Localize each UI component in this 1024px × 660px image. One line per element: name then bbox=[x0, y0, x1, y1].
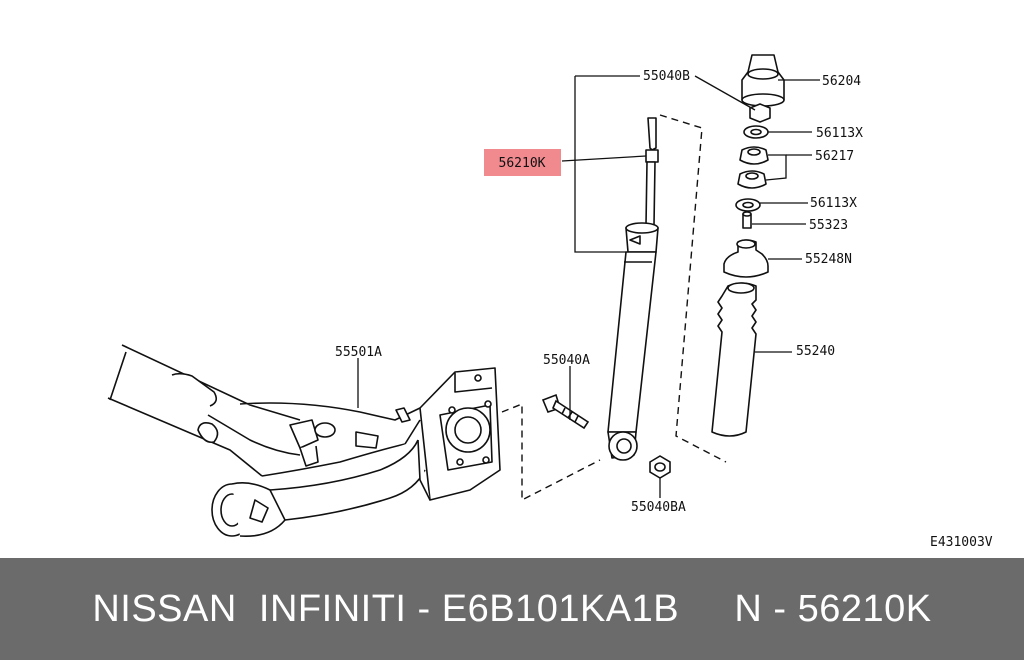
mount-stack-drawing bbox=[711, 54, 785, 437]
part-label-56113X-upper[interactable]: 56113X bbox=[816, 126, 863, 141]
exploded-parts-diagram: 56210K 55040B 56204 56113X 56217 56113X … bbox=[107, 54, 993, 550]
footer-banner: NISSAN INFINITI - E6B101KA1B N - 56210K bbox=[0, 558, 1024, 660]
nut-drawing bbox=[649, 455, 671, 479]
leader-lines bbox=[357, 75, 820, 498]
part-label-55501A[interactable]: 55501A bbox=[335, 345, 382, 360]
part-label-55248N[interactable]: 55248N bbox=[805, 252, 852, 267]
drawing-code: E431003V bbox=[930, 535, 993, 550]
footer-part-text: NISSAN INFINITI - E6B101KA1B N - 56210K bbox=[92, 587, 932, 630]
part-label-55040B[interactable]: 55040B bbox=[643, 69, 690, 84]
part-label-56210K[interactable]: 56210K bbox=[499, 156, 546, 171]
highlight-box bbox=[484, 149, 561, 176]
part-label-56204[interactable]: 56204 bbox=[822, 74, 861, 89]
part-label-55040A[interactable]: 55040A bbox=[543, 353, 590, 368]
part-label-55323[interactable]: 55323 bbox=[809, 218, 848, 233]
stack-guide-dashed-line bbox=[659, 114, 727, 463]
part-label-55240[interactable]: 55240 bbox=[796, 344, 835, 359]
part-label-55040BA[interactable]: 55040BA bbox=[631, 500, 686, 515]
bolt-guide-dashed-line bbox=[501, 402, 601, 502]
part-label-56113X-lower[interactable]: 56113X bbox=[810, 196, 857, 211]
rear-axle-beam-drawing bbox=[107, 344, 501, 537]
part-label-56217[interactable]: 56217 bbox=[815, 149, 854, 164]
bolt-drawing bbox=[541, 393, 590, 430]
shock-absorber-drawing bbox=[607, 117, 659, 461]
